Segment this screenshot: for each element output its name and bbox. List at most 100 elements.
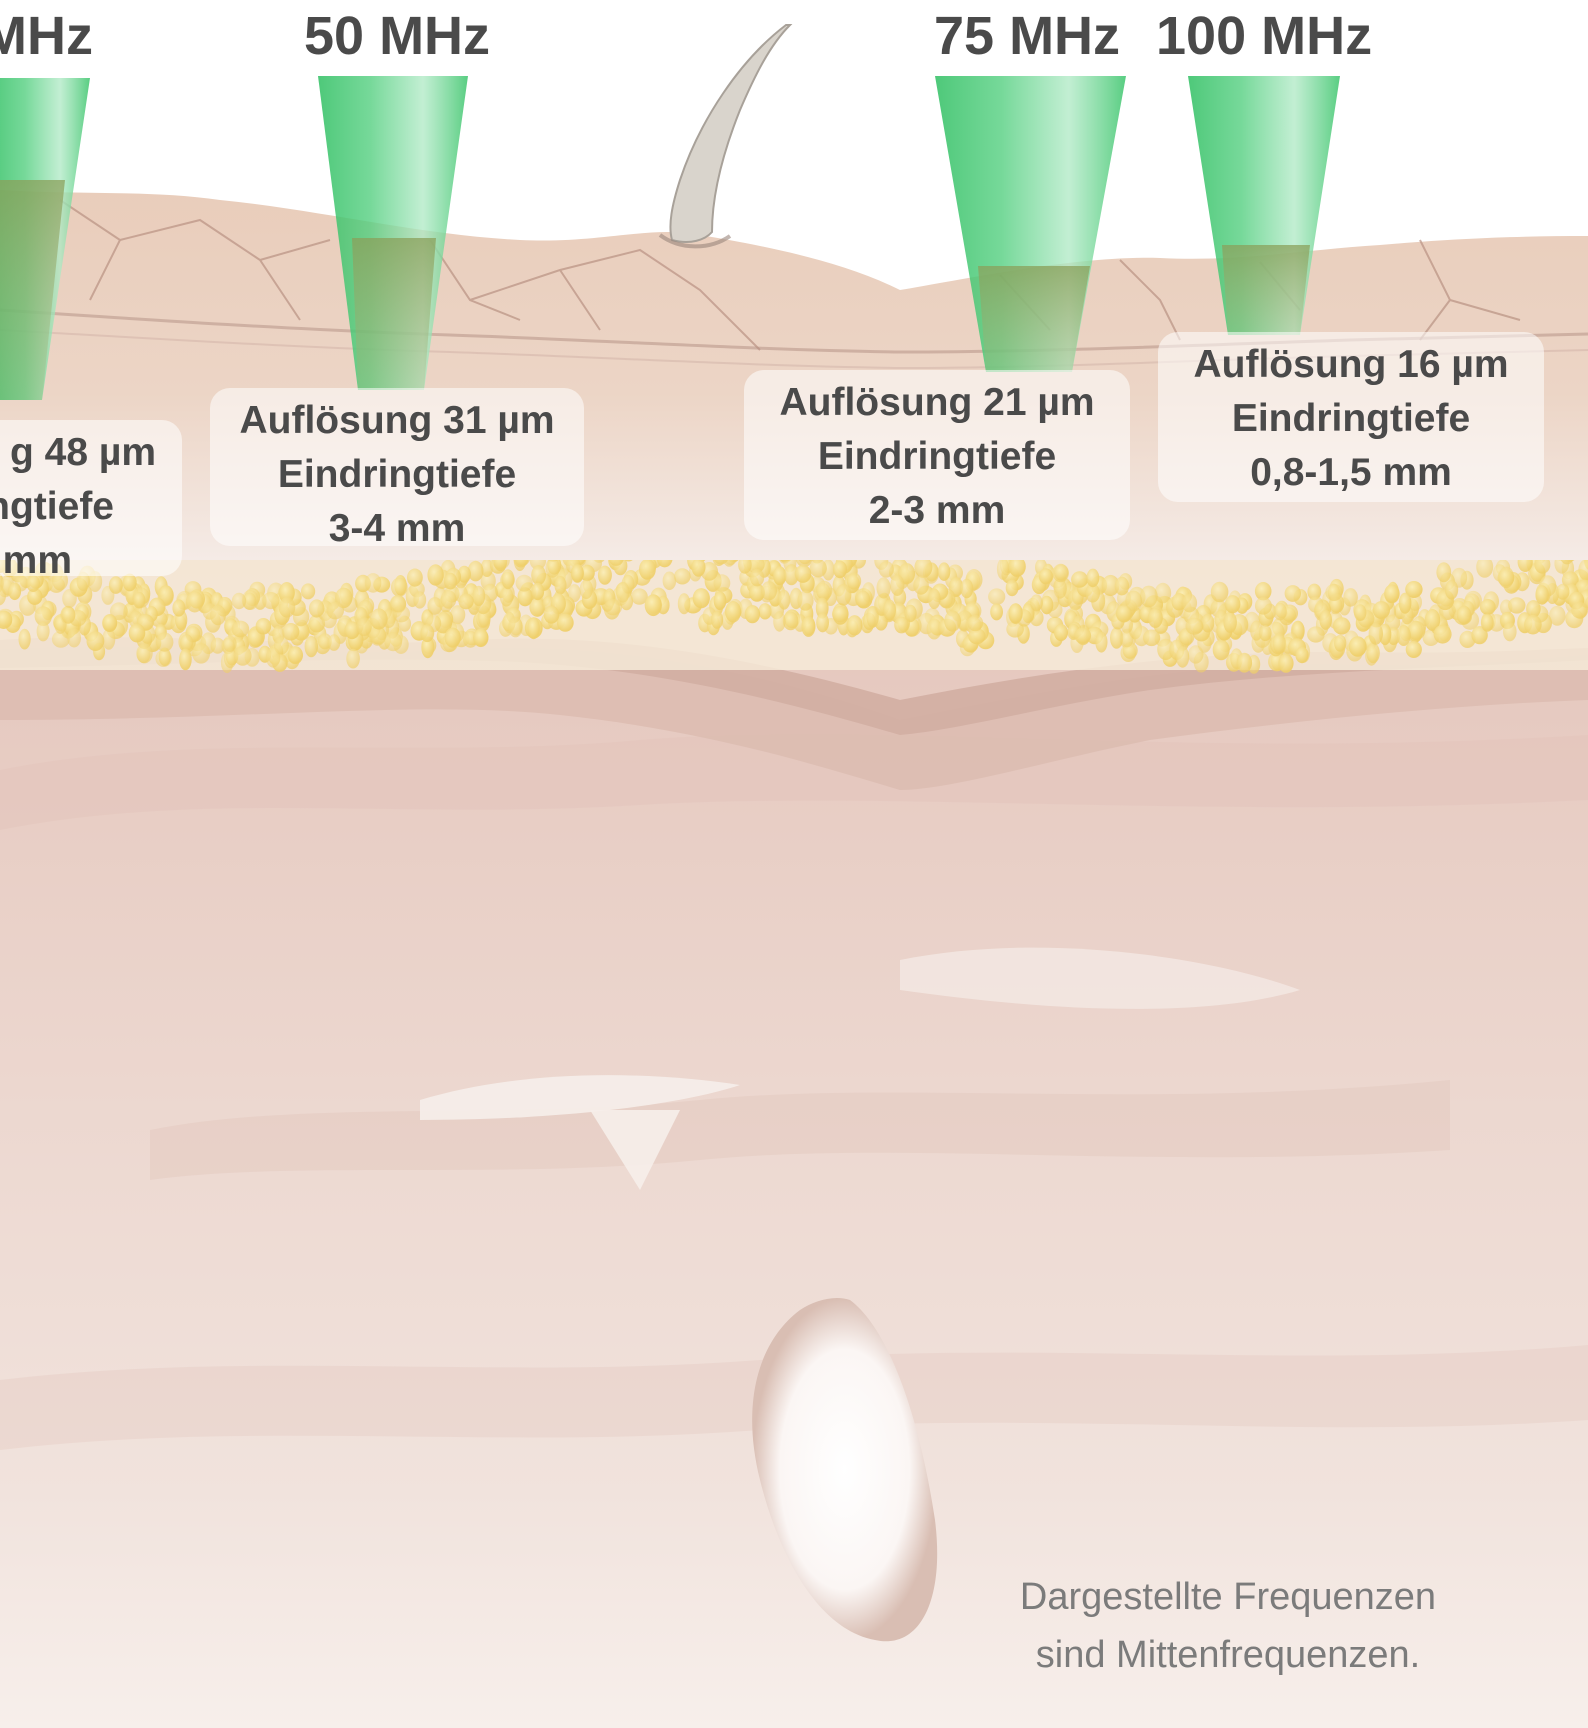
resolution-text: g 48 µm bbox=[0, 426, 156, 480]
fat-cell bbox=[1373, 601, 1390, 619]
fat-cell bbox=[1524, 615, 1542, 635]
fat-cell bbox=[223, 636, 237, 652]
info-box-100mhz: Auflösung 16 µm Eindringtiefe 0,8-1,5 mm bbox=[1158, 332, 1544, 502]
fat-cell bbox=[1349, 636, 1367, 657]
fat-cell bbox=[1343, 588, 1358, 607]
fat-cell bbox=[1436, 562, 1451, 582]
fat-cell bbox=[879, 561, 894, 578]
fat-cell bbox=[944, 611, 961, 632]
fat-cell bbox=[370, 608, 388, 629]
depth-label-text: Eindringtiefe bbox=[744, 430, 1130, 484]
fat-cell bbox=[186, 591, 204, 612]
fat-cell bbox=[678, 593, 691, 614]
fat-cell bbox=[571, 564, 583, 582]
fat-cell bbox=[894, 617, 909, 634]
fat-cell bbox=[1201, 614, 1214, 633]
fat-cell bbox=[445, 628, 461, 648]
fat-cell bbox=[967, 615, 983, 631]
fat-cell bbox=[773, 611, 785, 632]
fat-cell bbox=[1334, 635, 1346, 652]
footnote-line-2: sind Mittenfrequenzen. bbox=[988, 1626, 1468, 1684]
fat-cell bbox=[810, 559, 827, 577]
resolution-text: Auflösung 21 µm bbox=[744, 376, 1130, 430]
fat-cell bbox=[1115, 577, 1129, 596]
fat-cell bbox=[67, 628, 81, 647]
fat-cell bbox=[1319, 610, 1332, 630]
fat-cell bbox=[1259, 625, 1272, 641]
resolution-text: Auflösung 31 µm bbox=[210, 394, 584, 448]
fat-cell bbox=[1176, 646, 1189, 667]
fat-cell bbox=[1499, 567, 1515, 589]
fat-cell bbox=[725, 601, 741, 623]
fat-cell bbox=[778, 590, 790, 610]
fat-cell bbox=[309, 599, 325, 617]
fat-cell bbox=[1148, 608, 1163, 628]
fat-cell bbox=[1434, 625, 1452, 644]
fat-cell bbox=[598, 566, 612, 585]
fat-cell bbox=[1213, 640, 1230, 661]
fat-cell bbox=[473, 629, 488, 648]
fat-cell bbox=[365, 573, 382, 593]
fat-cell bbox=[1385, 584, 1400, 602]
fat-cell bbox=[1397, 625, 1411, 646]
fat-cell bbox=[604, 599, 622, 616]
fat-cell bbox=[616, 582, 629, 603]
fat-cell bbox=[37, 621, 50, 641]
fat-cell bbox=[441, 590, 457, 609]
fat-cell bbox=[1307, 626, 1325, 642]
fat-cell bbox=[546, 558, 560, 578]
depth-label-text: Eindringtiefe bbox=[210, 448, 584, 502]
fat-cell bbox=[802, 616, 816, 637]
frequency-label-100mhz: 100 MHz bbox=[1156, 4, 1372, 68]
fat-cell bbox=[928, 589, 941, 610]
fat-cell bbox=[816, 613, 829, 633]
fat-cell bbox=[427, 564, 443, 585]
frequency-label-1: MHz bbox=[0, 4, 93, 68]
fat-cell bbox=[172, 599, 185, 616]
fat-cell bbox=[156, 632, 174, 651]
depth-label-text: Eindringtiefe bbox=[1158, 392, 1544, 446]
footnote-line-1: Dargestellte Frequenzen bbox=[988, 1568, 1468, 1626]
fat-cell bbox=[674, 568, 691, 584]
fat-cell bbox=[1116, 605, 1132, 622]
fat-cell bbox=[890, 575, 904, 596]
fat-cell bbox=[266, 647, 280, 668]
fat-cell bbox=[645, 594, 662, 616]
fat-cell bbox=[305, 636, 318, 657]
frequency-label-75mhz: 75 MHz bbox=[934, 4, 1120, 68]
fat-cell bbox=[102, 614, 117, 632]
fat-cell bbox=[234, 646, 252, 666]
fat-cell bbox=[1030, 594, 1043, 611]
fat-cell bbox=[1354, 604, 1366, 621]
fat-cell bbox=[1087, 569, 1100, 588]
fat-cell bbox=[391, 578, 408, 597]
fat-cell bbox=[847, 615, 863, 635]
fat-cell bbox=[544, 606, 560, 624]
fat-cell bbox=[232, 621, 250, 638]
fat-cell bbox=[663, 572, 677, 591]
fat-cell bbox=[500, 587, 513, 607]
fat-cell bbox=[714, 591, 727, 610]
fat-cell bbox=[866, 606, 878, 628]
fat-cell bbox=[256, 618, 272, 635]
fat-cell bbox=[1188, 645, 1204, 663]
info-box-1: g 48 µm ngtiefe mm bbox=[0, 420, 182, 576]
fat-cell bbox=[1508, 597, 1525, 613]
fat-cell bbox=[557, 614, 574, 632]
fat-cell bbox=[508, 617, 523, 638]
info-box-50mhz: Auflösung 31 µm Eindringtiefe 3-4 mm bbox=[210, 388, 584, 546]
fat-cell bbox=[833, 561, 847, 579]
info-box-75mhz: Auflösung 21 µm Eindringtiefe 2-3 mm bbox=[744, 370, 1130, 540]
fat-cell bbox=[1054, 564, 1068, 580]
fat-cell bbox=[1225, 595, 1241, 613]
fat-cell bbox=[1369, 623, 1383, 645]
fat-cell bbox=[580, 580, 593, 600]
fat-cell bbox=[797, 590, 813, 610]
fat-cell bbox=[1480, 599, 1496, 615]
fat-cell bbox=[692, 558, 706, 577]
fat-cell bbox=[1211, 582, 1229, 603]
fat-cell bbox=[136, 643, 152, 663]
fat-cell bbox=[960, 579, 973, 599]
fat-cell bbox=[1285, 585, 1301, 602]
fat-cell bbox=[413, 591, 426, 608]
